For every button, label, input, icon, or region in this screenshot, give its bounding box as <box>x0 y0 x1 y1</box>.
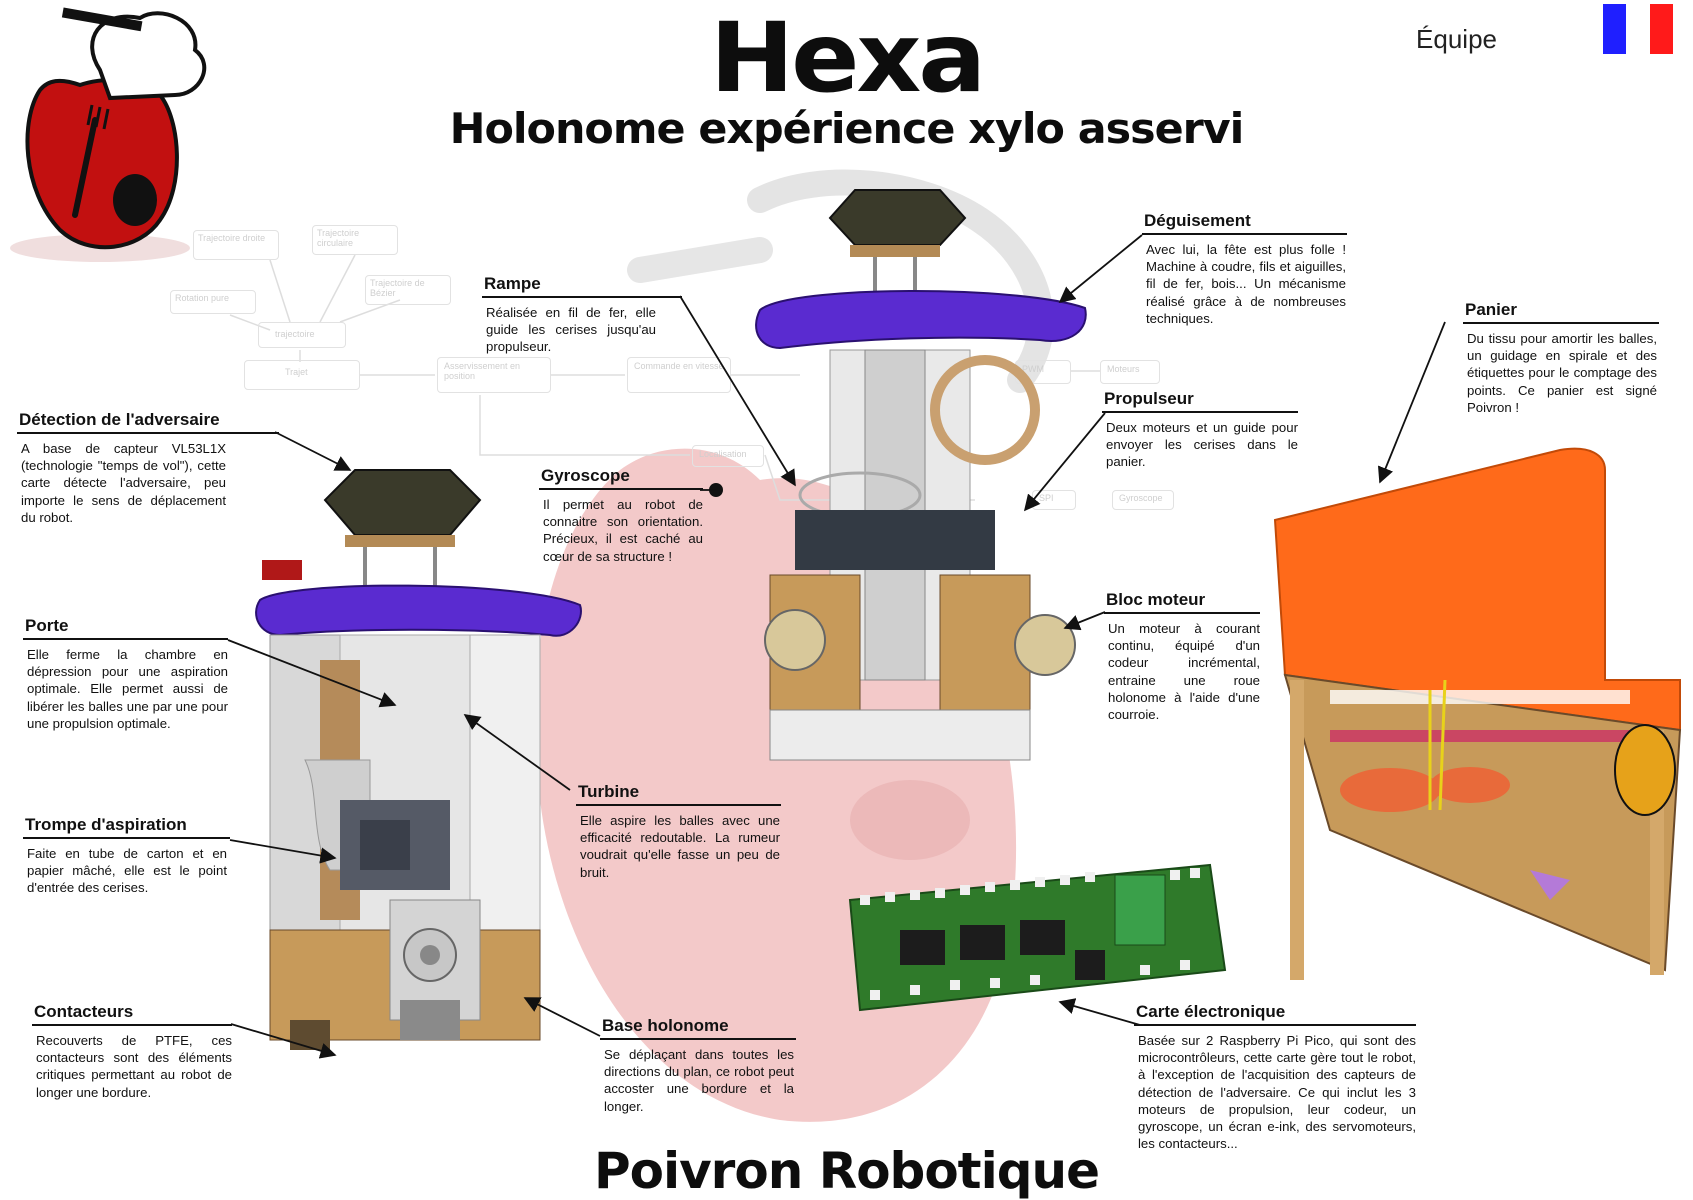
callout-label: Déguisement <box>1142 211 1347 235</box>
callout-text: Il permet au robot de connaitre son orie… <box>543 497 703 564</box>
callout-text: Faite en tube de carton et en papier mâc… <box>27 846 227 896</box>
callout-label: Gyroscope <box>539 466 703 490</box>
diagram-node: Trajectoire de Bézier <box>365 275 451 305</box>
callout-turbine: Turbine Elle aspire les balles avec une … <box>576 782 781 881</box>
callout-gyroscope: Gyroscope Il permet au robot de connaitr… <box>539 466 703 565</box>
pepper-chef-logo-icon <box>10 7 207 262</box>
callout-label: Turbine <box>576 782 781 806</box>
callout-deguisement: Déguisement Avec lui, la fête est plus f… <box>1142 211 1347 327</box>
diagram-node: Rotation pure <box>170 290 256 314</box>
callout-carte: Carte électronique Basée sur 2 Raspberry… <box>1134 1002 1416 1152</box>
callout-text: A base de capteur VL53L1X (technologie "… <box>21 441 226 525</box>
callout-text: Elle ferme la chambre en dépression pour… <box>27 647 228 731</box>
diagram-node: Asservissement en position <box>437 357 551 393</box>
basket-photo <box>1273 447 1682 980</box>
callout-label: Bloc moteur <box>1104 590 1260 614</box>
diagram-node: Moteurs <box>1100 360 1160 384</box>
callout-detection: Détection de l'adversaire A base de capt… <box>17 410 279 526</box>
diagram-node: Trajectoire droite <box>193 230 279 260</box>
french-flag-icon <box>1603 4 1673 54</box>
callout-label: Carte électronique <box>1134 1002 1416 1026</box>
callout-panier: Panier Du tissu pour amortir les balles,… <box>1463 300 1659 416</box>
callout-label: Propulseur <box>1102 389 1298 413</box>
team-label: Équipe <box>1416 24 1497 54</box>
pcb-photo <box>848 863 1227 1012</box>
robot-top-photo <box>755 189 1087 761</box>
diagram-node: Trajet <box>244 360 360 390</box>
callout-label: Porte <box>23 616 228 640</box>
diagram-node: Trajectoire circulaire <box>312 225 398 255</box>
callout-text: Réalisée en fil de fer, elle guide les c… <box>486 305 656 355</box>
callout-porte: Porte Elle ferme la chambre en dépressio… <box>23 616 228 732</box>
callout-base: Base holonome Se déplaçant dans toutes l… <box>600 1016 796 1115</box>
callout-label: Panier <box>1463 300 1659 324</box>
callout-label: Rampe <box>482 274 682 298</box>
main-title: Hexa <box>709 2 986 114</box>
callout-text: Basée sur 2 Raspberry Pi Pico, qui sont … <box>1138 1033 1416 1152</box>
callout-contacteurs: Contacteurs Recouverts de PTFE, ces cont… <box>32 1002 232 1101</box>
diagram-node: Localisation <box>692 445 764 467</box>
callout-trompe: Trompe d'aspiration Faite en tube de car… <box>23 815 230 897</box>
diagram-node: Gyroscope <box>1112 490 1174 510</box>
callout-text: Avec lui, la fête est plus folle ! Machi… <box>1146 242 1346 326</box>
callout-text: Elle aspire les balles avec une efficaci… <box>580 813 780 880</box>
diagram-node: trajectoire <box>258 322 346 348</box>
callout-text: Recouverts de PTFE, ces contacteurs sont… <box>36 1033 232 1100</box>
callout-label: Base holonome <box>600 1016 796 1040</box>
callout-text: Du tissu pour amortir les balles, un gui… <box>1467 331 1657 415</box>
callout-label: Détection de l'adversaire <box>17 410 279 434</box>
team-name: Poivron Robotique <box>593 1142 1100 1200</box>
callout-bloc: Bloc moteur Un moteur à courant continu,… <box>1104 590 1260 723</box>
diagram-node: Commande en vitesse <box>627 357 731 393</box>
callout-text: Deux moteurs et un guide pour envoyer le… <box>1106 420 1298 470</box>
callout-text: Se déplaçant dans toutes les directions … <box>604 1047 794 1114</box>
callout-rampe: Rampe Réalisée en fil de fer, elle guide… <box>482 274 682 356</box>
robot-left-photo <box>255 469 582 1050</box>
subtitle: Holonome expérience xylo asservi <box>449 104 1245 153</box>
callout-label: Trompe d'aspiration <box>23 815 230 839</box>
callout-text: Un moteur à courant continu, équipé d'un… <box>1108 621 1260 723</box>
callout-label: Contacteurs <box>32 1002 232 1026</box>
callout-propulseur: Propulseur Deux moteurs et un guide pour… <box>1102 389 1298 471</box>
